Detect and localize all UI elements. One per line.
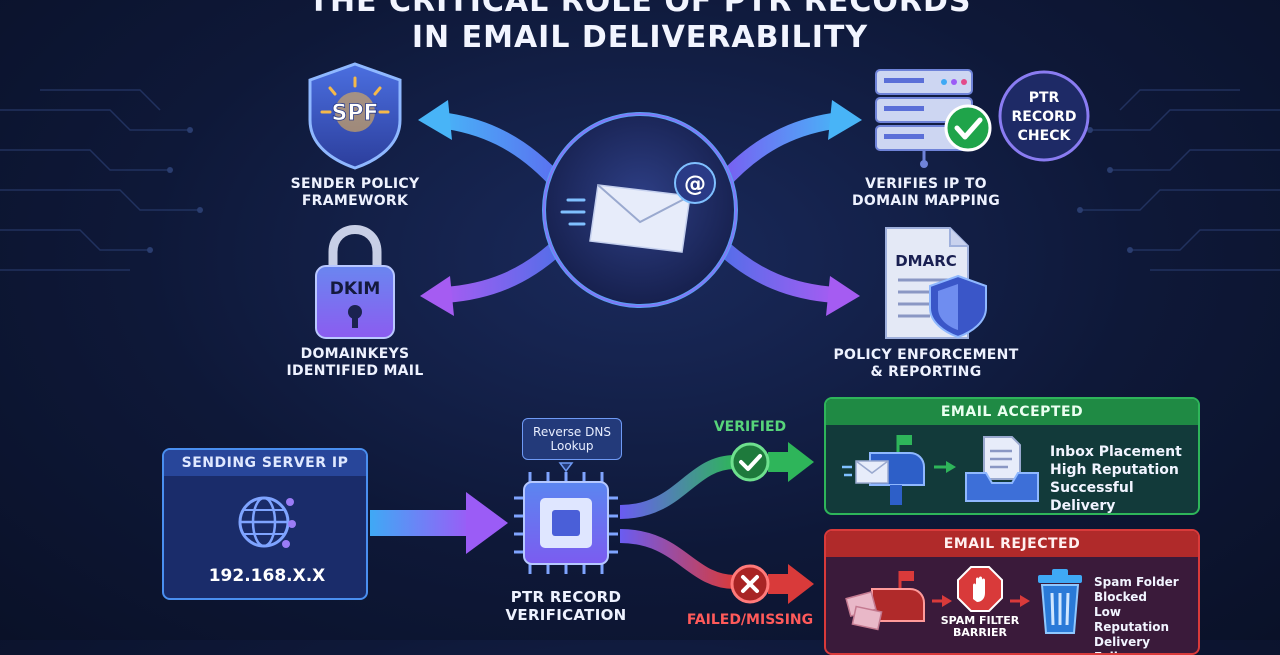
dmarc-document-icon (885, 227, 987, 339)
spf-caption-line1: SENDER POLICY (290, 176, 420, 192)
ptr-check-badge-line3: CHECK (1018, 128, 1072, 144)
barrier-line2: BARRIER (953, 626, 1007, 639)
rejected-arrow-icon-1 (932, 595, 952, 607)
spf-caption: SENDER POLICY FRAMEWORK (255, 176, 455, 210)
ptr-check-caption: VERIFIES IP TO DOMAIN MAPPING (826, 176, 1026, 210)
ptr-chip-icon (514, 472, 618, 574)
ptr-server-icon (875, 69, 992, 168)
globe-icon (238, 496, 296, 548)
dkim-lock-icon (315, 225, 395, 339)
verification-line2: VERIFICATION (505, 606, 627, 624)
barrier-line1: SPAM FILTER (940, 614, 1020, 627)
dmarc-caption-line1: POLICY ENFORCEMENT (833, 347, 1019, 363)
circuit-background (0, 89, 1280, 271)
arrow-to-dkim (420, 232, 573, 316)
accepted-list: Inbox Placement High Reputation Successf… (1050, 443, 1198, 514)
ptr-check-badge-line2: RECORD (1012, 109, 1077, 125)
email-rejected-title: EMAIL REJECTED (826, 531, 1198, 557)
arrow-to-spf (418, 100, 568, 193)
email-accepted-panel: EMAIL ACCEPTED Inbox Placement High Repu… (824, 397, 1200, 515)
ptr-check-caption-line2: DOMAIN MAPPING (852, 193, 1000, 209)
arrow-to-dmarc (707, 232, 860, 316)
email-hub-icon (542, 112, 738, 308)
failed-path (619, 529, 814, 604)
rejected-item: Spam Folder (1094, 575, 1179, 589)
dkim-badge: DKIM (330, 279, 381, 299)
dmarc-caption-line2: & REPORTING (870, 364, 982, 380)
dkim-caption-line1: DOMAINKEYS (300, 346, 410, 362)
rejected-item: Blocked (1094, 590, 1148, 604)
spf-shield-icon (308, 62, 402, 170)
mailbox-icon (842, 435, 925, 505)
verified-path (619, 442, 814, 519)
sending-server-panel: SENDING SERVER IP 192.168.X.X (162, 448, 368, 600)
rejected-item: Delivery Failure (1094, 635, 1151, 653)
arrow-to-verification (370, 492, 508, 554)
ptr-check-badge-line1: PTR (1029, 90, 1060, 106)
top-diagram: @ SPF DKIM PTR RECORD CHECK (308, 62, 1090, 339)
failed-x-icon (730, 564, 770, 604)
email-rejected-panel: EMAIL REJECTED SPAM FILTER BARRIER Spam … (824, 529, 1200, 655)
title-line-2: IN EMAIL DELIVERABILITY (411, 20, 869, 55)
spf-caption-line2: FRAMEWORK (301, 193, 409, 209)
accepted-item: Successful Delivery (1050, 480, 1134, 514)
sending-server-title: SENDING SERVER IP (164, 450, 366, 476)
arrow-to-ptr-check (712, 100, 862, 193)
dmarc-caption: POLICY ENFORCEMENT & REPORTING (806, 347, 1046, 381)
title-line-1: THE CRITICAL ROLE OF PTR RECORDS (308, 0, 972, 19)
email-accepted-title: EMAIL ACCEPTED (826, 399, 1198, 425)
accepted-arrow-icon (934, 461, 956, 473)
inbox-tray-icon (965, 436, 1039, 502)
verified-check-icon (730, 442, 770, 482)
verification-line1: PTR RECORD (510, 588, 622, 606)
lookup-line2: Lookup (550, 439, 594, 453)
accepted-item: High Reputation (1050, 462, 1179, 478)
rejected-list: Spam Folder Blocked Low Reputation Deliv… (1094, 575, 1198, 653)
rejected-mailbox-icon (845, 571, 925, 631)
ptr-record-check-badge (998, 70, 1090, 162)
dkim-caption-line2: IDENTIFIED MAIL (286, 363, 424, 379)
verified-label: VERIFIED (713, 419, 787, 435)
rejected-arrow-icon-2 (1010, 595, 1030, 607)
sending-server-ip: 192.168.X.X (208, 566, 326, 586)
rejected-item: Low Reputation (1094, 605, 1169, 634)
at-symbol: @ (684, 172, 706, 197)
trash-icon (1038, 569, 1082, 634)
lookup-line1: Reverse DNS (533, 425, 611, 439)
accepted-item: Inbox Placement (1050, 444, 1182, 460)
spf-badge: SPF (332, 101, 379, 126)
failed-missing-label: FAILED/MISSING (686, 612, 814, 628)
ptr-check-caption-line1: VERIFIES IP TO (865, 176, 987, 192)
reverse-dns-lookup-bubble: Reverse DNS Lookup (522, 418, 622, 460)
dkim-caption: DOMAINKEYS IDENTIFIED MAIL (255, 346, 455, 380)
dmarc-badge: DMARC (895, 252, 957, 270)
ptr-verification-caption: PTR RECORD VERIFICATION (476, 588, 656, 624)
bottom-flow-diagram (370, 442, 814, 604)
stop-hand-icon (957, 566, 1003, 612)
spam-filter-caption: SPAM FILTER BARRIER (930, 615, 1030, 639)
